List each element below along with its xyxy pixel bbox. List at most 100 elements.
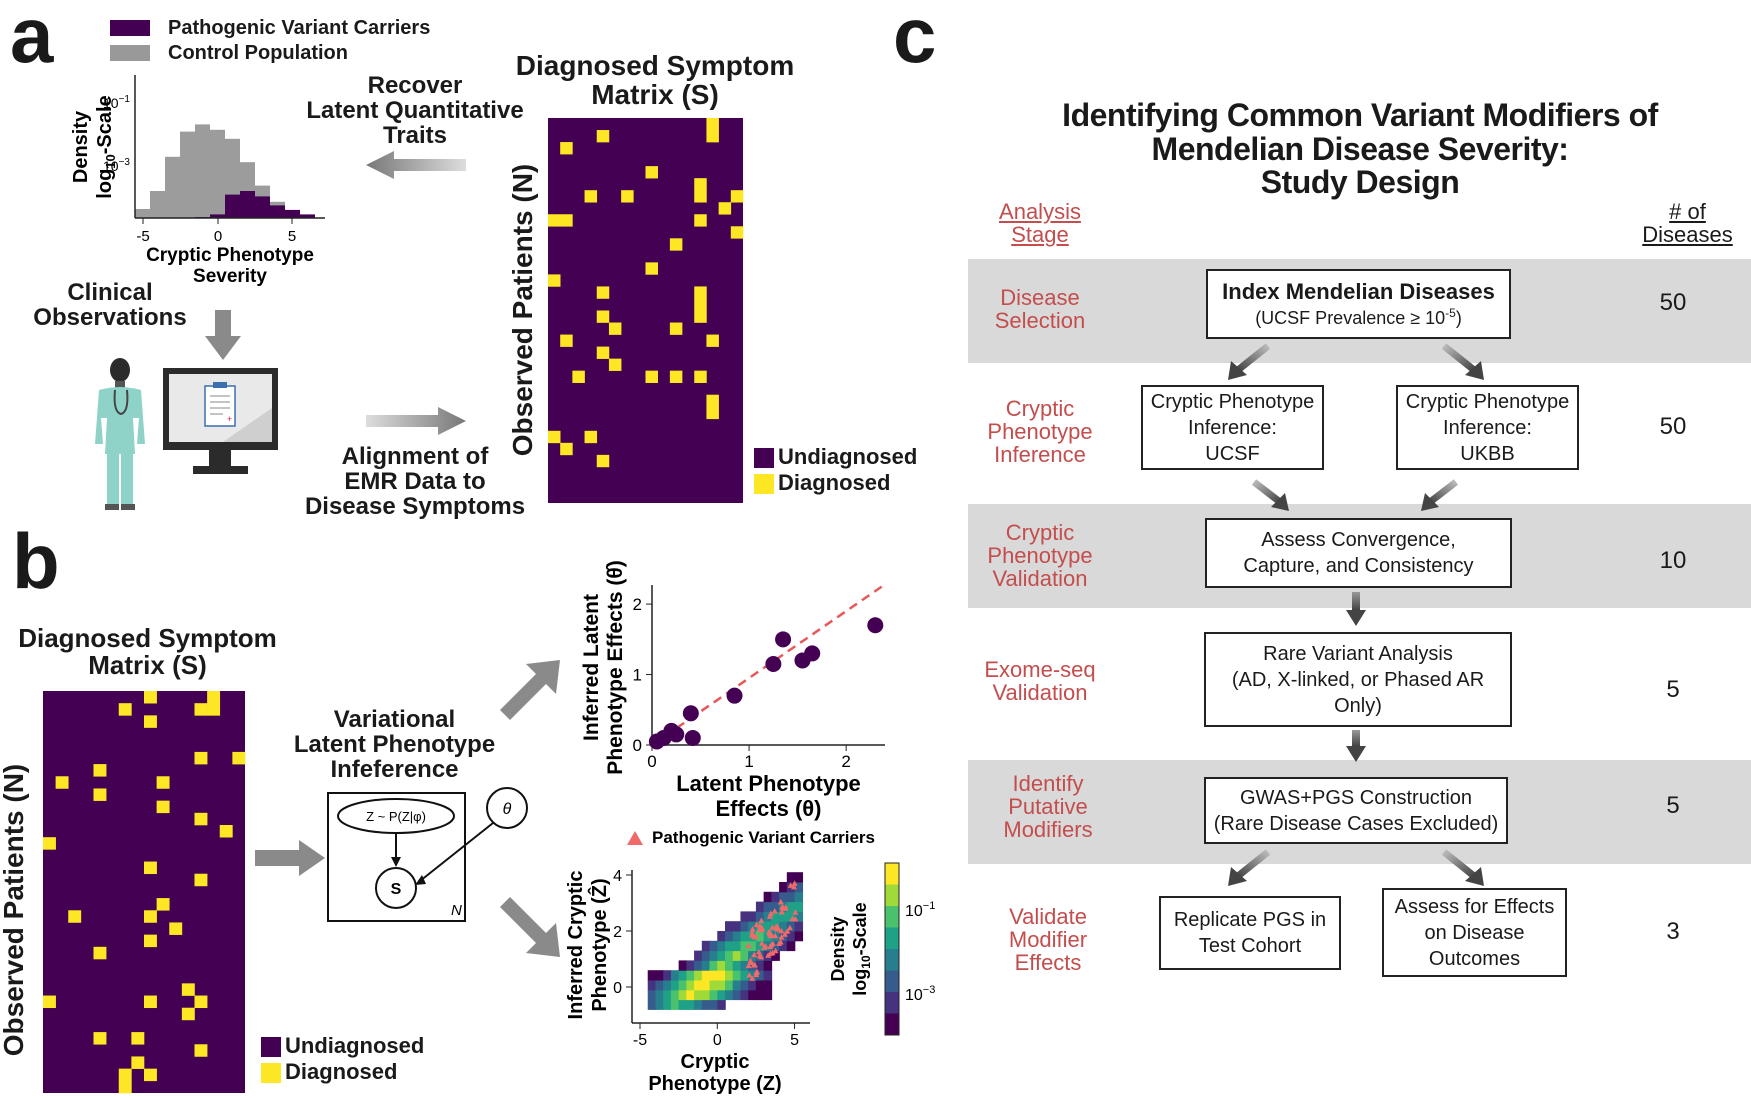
plate-label: N	[451, 902, 462, 919]
density-cell	[794, 911, 804, 922]
density-cell	[755, 901, 765, 912]
density-cell	[709, 999, 719, 1010]
legend-label-carriers: Pathogenic Variant Carriers	[168, 17, 431, 39]
carrier-point	[776, 940, 783, 947]
matrix-cell-diagnosed	[621, 190, 634, 203]
density-cell	[748, 940, 757, 952]
stage-label-row: Cryptic Phenotype Inference	[987, 396, 1093, 468]
density-cell	[732, 921, 742, 932]
density-cell	[694, 970, 703, 981]
density-cell	[779, 891, 788, 903]
carrier-point	[780, 904, 787, 911]
colorbar-segment	[885, 863, 899, 885]
density-cell	[748, 980, 757, 991]
carrier-point	[756, 922, 763, 929]
density-cell	[678, 970, 688, 981]
s-node-label: S	[391, 881, 402, 898]
stage-label-row: Identify Putative Modifiers	[1003, 771, 1093, 843]
density-cell	[755, 911, 765, 922]
density-cell	[663, 989, 672, 1001]
matrix-cell-diagnosed	[596, 130, 610, 143]
colorbar-segment	[885, 1013, 899, 1036]
density-cell	[763, 891, 773, 903]
colorbar-segment	[885, 992, 899, 1014]
carrier-point	[756, 952, 763, 959]
disease-count: 5	[1666, 676, 1680, 703]
colorbar-tick-label: 10−1	[905, 900, 935, 920]
density-cell	[655, 980, 664, 991]
density-cell	[663, 999, 672, 1010]
histogram-bar-control	[195, 124, 210, 218]
density-cell	[732, 989, 742, 1001]
density-cell	[701, 960, 711, 971]
density-cell	[755, 980, 765, 991]
scatter-xlabel-line2: Effects (θ)	[715, 796, 821, 821]
matrix-cell-diagnosed	[144, 691, 157, 704]
recover-label: Recover Latent Quantitative Traits	[306, 72, 524, 150]
density-cell	[717, 950, 726, 961]
scatter-xtick-label: 2	[841, 752, 850, 771]
density-cell	[748, 911, 757, 922]
matrix-cell-diagnosed	[194, 751, 208, 765]
matrix-cell-diagnosed	[43, 995, 56, 1009]
density-cell	[771, 950, 780, 961]
matrix-cell-diagnosed	[706, 394, 719, 408]
carrier-point	[759, 940, 766, 946]
matrix-a-ylabel: Observed Patients (N)	[507, 163, 538, 457]
density-cell	[678, 960, 688, 971]
arrow-down-left-icon	[1228, 849, 1271, 886]
density-cell	[740, 970, 749, 981]
matrix-cell-diagnosed	[118, 1068, 132, 1082]
matrix-cell-diagnosed	[144, 715, 157, 728]
density-cell	[670, 980, 680, 991]
histogram-bar-control	[180, 131, 195, 218]
density-cell	[794, 882, 804, 893]
s-node	[375, 867, 417, 909]
density-cell	[763, 989, 773, 1001]
box-index-diseases: Index Mendelian Diseases (UCSF Prevalenc…	[1206, 269, 1511, 339]
density-cell	[740, 940, 749, 952]
matrix-cell-diagnosed	[572, 370, 585, 383]
matrix-cell-diagnosed	[93, 764, 107, 777]
density-cell	[709, 970, 719, 981]
histogram-bar-carrier	[285, 209, 300, 218]
panel-label-b: b	[12, 517, 60, 605]
density-cell	[717, 999, 726, 1010]
legend-swatch-undiagnosed	[261, 1037, 281, 1057]
histogram-bar-control	[165, 156, 180, 218]
stage-label-row: Validate Modifier Effects	[1008, 904, 1088, 976]
density-cell	[647, 970, 657, 981]
density-cell	[794, 891, 804, 903]
matrix-cell-diagnosed	[694, 214, 707, 227]
matrix-cell-diagnosed	[706, 406, 719, 420]
matrix-cell-diagnosed	[584, 430, 598, 444]
density-cell	[740, 950, 749, 961]
density-cell	[701, 940, 711, 952]
up-right-arrow-icon	[500, 660, 560, 720]
matrix-cell-diagnosed	[118, 1080, 132, 1094]
colorbar-label-line2: log10-Scale	[850, 902, 873, 995]
density-cell	[663, 970, 672, 981]
matrix-cell-diagnosed	[608, 358, 622, 371]
matrix-cell-diagnosed	[181, 1007, 195, 1021]
density-cell	[725, 960, 734, 971]
legend-label-diagnosed: Diagnosed	[285, 1059, 398, 1084]
scatter-point	[775, 631, 792, 648]
density-cell	[694, 960, 703, 971]
matrix-cell-diagnosed	[232, 751, 246, 765]
matrix-cell-diagnosed	[694, 178, 707, 191]
density-cell	[725, 921, 734, 932]
carrier-point	[749, 975, 756, 981]
density-cell	[763, 970, 773, 981]
density-cell	[771, 911, 780, 922]
carrier-point	[765, 952, 772, 958]
matrix-cell-diagnosed	[560, 214, 573, 227]
column-header-count: # of Diseases	[1642, 199, 1733, 248]
density-cell	[786, 891, 796, 903]
carrier-point	[755, 948, 762, 955]
down-right-arrow-icon	[500, 897, 560, 957]
arrow-down-right-icon	[1441, 343, 1484, 380]
density-cell	[779, 882, 788, 893]
